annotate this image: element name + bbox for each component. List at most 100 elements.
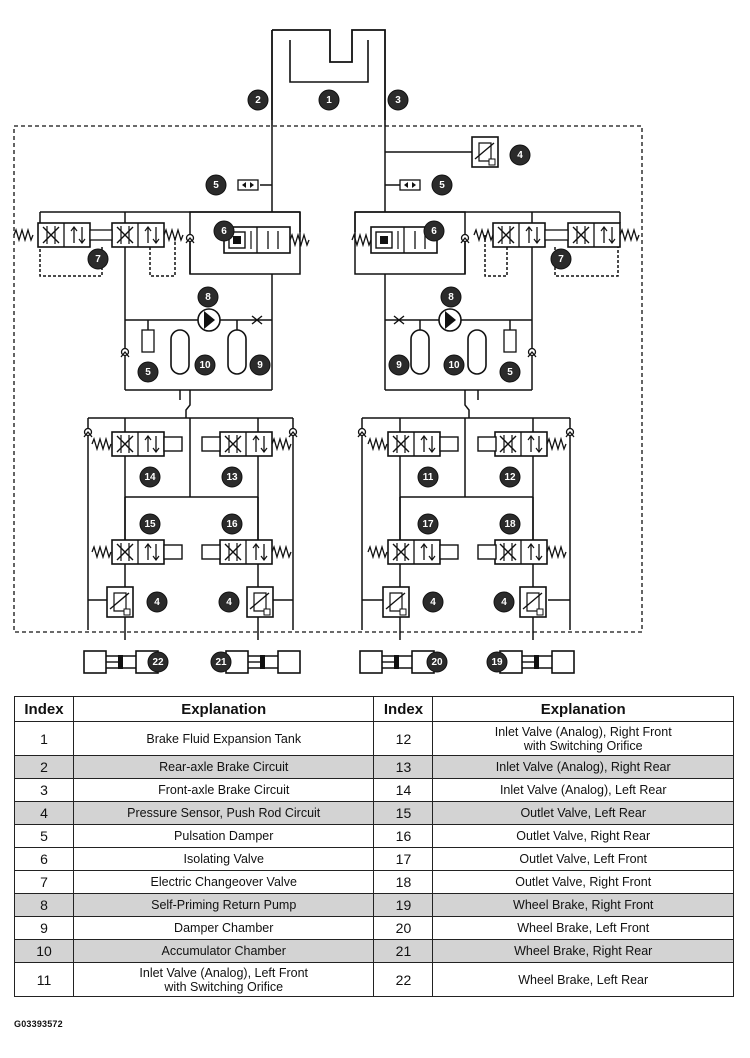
explanation-cell: Wheel Brake, Right Rear	[432, 939, 734, 963]
explanation-cell: Self-Priming Return Pump	[72, 893, 375, 917]
callout-number: 4	[154, 597, 160, 608]
explanation-cell: Damper Chamber	[72, 916, 375, 940]
index-cell: 21	[373, 939, 434, 963]
callout-4: 4	[218, 591, 240, 613]
outlet-valve-15	[111, 539, 165, 565]
figure-id: G03393572	[14, 1019, 63, 1029]
callout-number: 7	[558, 254, 564, 265]
callout-4: 4	[422, 591, 444, 613]
callout-16: 16	[221, 513, 243, 535]
pressure-sensor-4-right-a	[382, 586, 410, 618]
callout-5: 5	[205, 174, 227, 196]
wheel-brake-19	[499, 650, 575, 674]
header-explanation-right: Explanation	[432, 696, 734, 722]
callout-9: 9	[249, 354, 271, 376]
callout-number: 15	[144, 519, 156, 530]
explanation-cell-line: Rear-axle Brake Circuit	[159, 760, 289, 774]
header-index-right: Index	[373, 696, 434, 722]
changeover-valve-7a	[37, 222, 91, 248]
callout-number: 11	[423, 472, 434, 483]
accumulator-chamber-10-left	[170, 329, 190, 375]
callout-10: 10	[443, 354, 465, 376]
explanation-cell-line: Self-Priming Return Pump	[151, 898, 297, 912]
explanation-cell: Rear-axle Brake Circuit	[72, 755, 375, 779]
explanation-cell-line: Front-axle Brake Circuit	[158, 783, 290, 797]
index-cell: 2	[14, 755, 74, 779]
explanation-cell-line: Wheel Brake, Right Front	[513, 898, 654, 912]
callout-number: 2	[255, 95, 261, 106]
callout-number: 6	[221, 226, 227, 237]
explanation-cell-line: Isolating Valve	[183, 852, 264, 866]
callout-number: 10	[199, 360, 211, 371]
return-pump-8-right	[438, 308, 462, 332]
callout-3: 3	[387, 89, 409, 111]
callout-number: 16	[226, 519, 238, 530]
callout-9: 9	[388, 354, 410, 376]
explanation-cell-line: Outlet Valve, Right Front	[515, 875, 652, 889]
callout-11: 11	[417, 466, 439, 488]
explanation-cell-line: with Switching Orifice	[523, 738, 643, 753]
inlet-valve-13	[219, 431, 273, 457]
index-cell: 9	[14, 916, 74, 940]
callout-4: 4	[509, 144, 531, 166]
wheel-brake-20	[359, 650, 435, 674]
index-cell: 18	[373, 870, 434, 894]
explanation-cell-line: Brake Fluid Expansion Tank	[146, 731, 302, 746]
explanation-cell: Inlet Valve (Analog), Right Rear	[432, 755, 734, 779]
changeover-valve-7b	[111, 222, 165, 248]
explanation-cell-line: Pulsation Damper	[174, 829, 274, 843]
outlet-valve-18	[494, 539, 548, 565]
index-cell: 19	[373, 893, 434, 917]
callout-number: 10	[448, 360, 460, 371]
callout-6: 6	[213, 220, 235, 242]
explanation-cell: Outlet Valve, Left Front	[432, 847, 734, 871]
inlet-valve-12	[494, 431, 548, 457]
outlet-valve-17	[387, 539, 441, 565]
callout-4: 4	[493, 591, 515, 613]
callout-number: 4	[226, 597, 232, 608]
index-cell: 20	[373, 916, 434, 940]
callout-number: 20	[431, 657, 443, 668]
callout-number: 22	[152, 657, 164, 668]
index-cell: 3	[14, 778, 74, 802]
callout-number: 9	[257, 360, 263, 371]
changeover-valve-7c	[492, 222, 546, 248]
index-cell: 8	[14, 893, 74, 917]
explanation-cell: Outlet Valve, Right Rear	[432, 824, 734, 848]
wheel-brake-22	[83, 650, 159, 674]
callout-number: 12	[504, 472, 516, 483]
callout-7: 7	[550, 248, 572, 270]
explanation-cell-line: Outlet Valve, Left Rear	[520, 806, 646, 820]
callout-7: 7	[87, 248, 109, 270]
header-explanation-left: Explanation	[72, 696, 375, 722]
callout-number: 6	[431, 226, 437, 237]
callout-number: 21	[215, 657, 227, 668]
index-cell: 13	[373, 755, 434, 779]
explanation-cell-line: Inlet Valve (Analog), Right Front	[494, 724, 672, 739]
callout-number: 5	[213, 180, 219, 191]
callout-4: 4	[146, 591, 168, 613]
index-cell: 15	[373, 801, 434, 825]
index-cell: 12	[373, 721, 434, 756]
callout-5: 5	[137, 361, 159, 383]
explanation-cell-line: Inlet Valve (Analog), Left Front	[139, 965, 309, 980]
explanation-cell: Wheel Brake, Left Front	[432, 916, 734, 940]
accumulator-chamber-10-right	[467, 329, 487, 375]
explanation-cell-line: Wheel Brake, Left Rear	[518, 972, 649, 987]
callout-18: 18	[499, 513, 521, 535]
explanation-cell-line: Outlet Valve, Left Front	[519, 852, 648, 866]
index-cell: 1	[14, 721, 74, 756]
damper-chamber-9-left	[227, 329, 247, 375]
expansion-tank	[271, 29, 386, 120]
pressure-sensor-4-top	[471, 136, 499, 168]
explanation-cell: Outlet Valve, Right Front	[432, 870, 734, 894]
explanation-cell-line: Wheel Brake, Right Rear	[514, 944, 653, 958]
callout-6: 6	[423, 220, 445, 242]
inlet-valve-11	[387, 431, 441, 457]
